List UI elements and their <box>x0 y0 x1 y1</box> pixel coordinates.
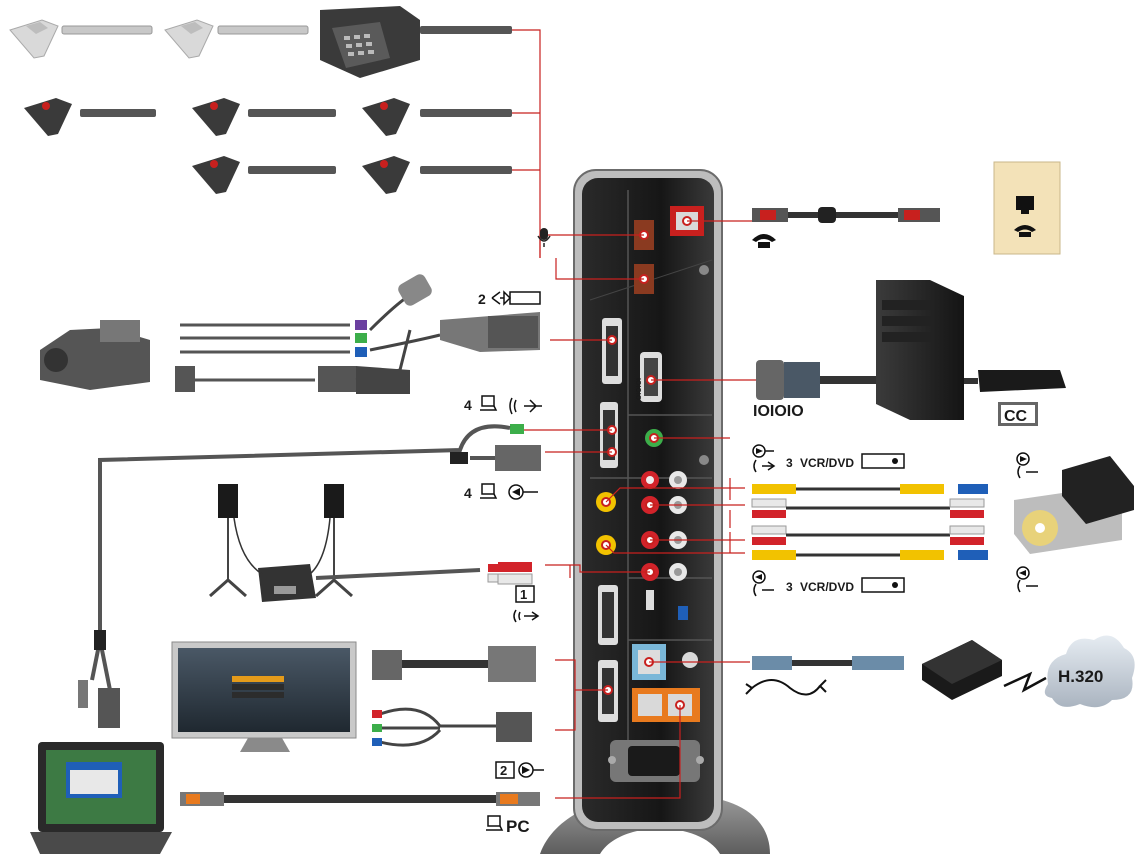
microphone-icon <box>164 19 214 59</box>
conference-phone-icon <box>320 6 420 78</box>
audio-in-icon <box>753 583 774 597</box>
camera-count: 2 <box>478 291 486 307</box>
content-input-group: 4 4 <box>78 395 542 728</box>
video-in-icon <box>508 484 538 500</box>
pc-label: PC <box>506 817 530 836</box>
serial-label: IOIOIO <box>753 403 804 420</box>
audio-out-icon <box>513 609 540 623</box>
telephone-icon <box>752 234 776 248</box>
microphone-icon <box>192 98 240 136</box>
display-in-count: 4 <box>464 485 472 501</box>
microphone-icon <box>9 19 59 59</box>
speaker-group: 1 <box>209 484 540 623</box>
dvd-player-icon <box>1014 456 1134 554</box>
connection-lines <box>512 29 760 799</box>
speaker-icon <box>209 484 247 598</box>
microphone-icon <box>362 156 410 194</box>
codec-unit: IOIOIO <box>540 169 770 854</box>
isdn-group: H.320 <box>745 635 1135 708</box>
microphone-icon <box>192 156 240 194</box>
vcr-bottom-count: 3 <box>786 580 793 594</box>
vcr-group: 3 VCR/DVD <box>751 444 1134 597</box>
monitor-1-number: 1 <box>520 587 527 602</box>
display-group: 2 <box>171 641 544 779</box>
microphone-icon <box>537 228 551 247</box>
display-out-count: 4 <box>464 397 472 413</box>
serial-group: IOIOIO CC <box>753 280 1066 426</box>
pc-tower-icon <box>876 280 964 420</box>
vcr-bottom-label: VCR/DVD <box>800 580 854 594</box>
pc-lan-group: PC <box>180 792 540 836</box>
telephone-group <box>752 161 1061 255</box>
video-out-icon <box>752 444 774 458</box>
vcr-icon <box>861 577 905 593</box>
video-out-icon <box>518 762 544 778</box>
rca-cable-video-bottom <box>752 550 988 560</box>
vcr-top-count: 3 <box>786 456 793 470</box>
speaker-icon <box>315 484 353 598</box>
lightning-icon <box>1003 671 1047 693</box>
rca-cable-audio-top <box>751 498 985 518</box>
microphone-icon <box>362 98 410 136</box>
video-out-icon <box>1016 452 1030 466</box>
camera-group: 2 <box>40 274 541 394</box>
display-icon <box>171 641 357 752</box>
network-cloud-icon: H.320 <box>1044 635 1135 708</box>
modem-icon <box>978 370 1066 392</box>
vcr-top-label: VCR/DVD <box>800 456 854 470</box>
microphone-icon <box>24 98 72 136</box>
video-in-icon <box>752 570 766 584</box>
audio-in-icon <box>1017 579 1038 593</box>
camera-icon <box>491 290 541 306</box>
monitor-2-number: 2 <box>500 763 507 778</box>
isdn-terminal-icon <box>922 640 1002 700</box>
laptop-icon <box>30 742 172 854</box>
rca-cable-audio-bottom <box>751 525 985 545</box>
video-in-icon <box>1016 566 1030 580</box>
h320-label: H.320 <box>1058 667 1103 686</box>
telephone-icon <box>1014 225 1036 237</box>
audio-out-icon <box>509 397 542 415</box>
microphone-group <box>9 6 551 247</box>
serial-port-label: IOIOIO <box>634 378 641 401</box>
pc-icon <box>486 815 504 831</box>
audio-out-icon <box>1017 465 1038 479</box>
vcr-icon <box>861 453 905 469</box>
subwoofer-icon <box>258 564 316 602</box>
laptop-icon <box>480 483 498 499</box>
laptop-icon <box>480 395 498 411</box>
rca-cable-video-top <box>752 484 988 494</box>
cc-label: CC <box>1004 408 1028 425</box>
audio-out-icon <box>753 459 776 473</box>
